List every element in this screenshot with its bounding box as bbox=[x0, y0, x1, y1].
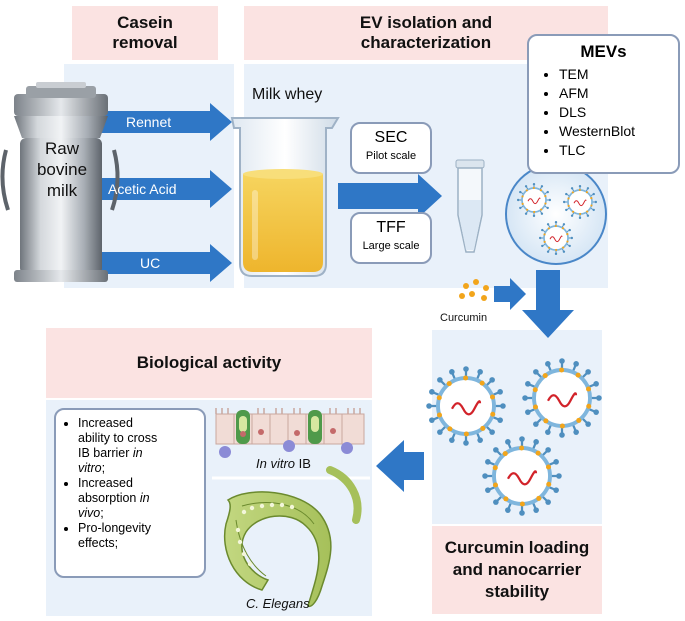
curcumin-arrow bbox=[494, 278, 526, 310]
mevs-item-tlc: TLC bbox=[559, 141, 678, 160]
acetic-acid-label: Acetic Acid bbox=[108, 181, 177, 197]
tff-title: TFF bbox=[376, 219, 406, 236]
rennet-label: Rennet bbox=[126, 114, 172, 130]
in-vitro-text: In vitro bbox=[256, 456, 296, 471]
mevs-item-afm: AFM bbox=[559, 84, 678, 103]
curcumin-loading-line3: stability bbox=[484, 582, 550, 601]
sec-box: SEC Pilot scale bbox=[350, 122, 432, 174]
effect-pro-longevity: Pro-longevity effects; bbox=[78, 521, 200, 551]
ev-header-line1: EV isolation and bbox=[359, 13, 493, 32]
loaded-vesicle-3 bbox=[482, 436, 562, 516]
loaded-vesicles-icon bbox=[426, 358, 602, 516]
curcumin-loading-line1: Curcumin loading bbox=[444, 538, 590, 557]
tff-scale: Large scale bbox=[362, 240, 420, 252]
loaded-vesicle-1 bbox=[426, 366, 506, 446]
vesicles-magnified-icon bbox=[505, 163, 607, 265]
milk-whey-label: Milk whey bbox=[252, 86, 323, 103]
ib-text: IB bbox=[295, 456, 311, 471]
uc-arrow bbox=[80, 244, 232, 282]
vesicle-small-2 bbox=[562, 184, 598, 220]
milk-can-icon bbox=[0, 82, 120, 282]
mevs-box: MEVs TEM AFM DLS WesternBlot TLC bbox=[527, 34, 680, 174]
vesicle-small-3 bbox=[538, 220, 574, 256]
uc-label: UC bbox=[140, 255, 161, 271]
beaker-icon bbox=[230, 117, 340, 277]
rennet-arrow bbox=[80, 103, 232, 141]
bio-effects-box: Increased ability to cross IB barrier in… bbox=[54, 408, 206, 578]
raw-milk-line3: milk bbox=[46, 181, 78, 200]
curcumin-loading-line2: and nanocarrier bbox=[452, 560, 582, 579]
curcumin-label: Curcumin bbox=[440, 312, 488, 324]
eppendorf-tube-icon bbox=[455, 159, 485, 253]
casein-removal-header: Casein removal bbox=[72, 6, 218, 60]
c-elegans-label: C. Elegans bbox=[246, 596, 310, 611]
effect-absorption: Increased absorption in vivo; bbox=[78, 476, 200, 521]
ev-header-line2: characterization bbox=[360, 33, 492, 52]
mevs-item-westernblot: WesternBlot bbox=[559, 122, 678, 141]
vesicle-small-1 bbox=[516, 182, 552, 218]
sec-scale: Pilot scale bbox=[365, 150, 417, 162]
biological-activity-arrow bbox=[376, 440, 424, 492]
loaded-vesicle-2 bbox=[522, 358, 602, 438]
c-elegans-worm-icon bbox=[224, 466, 362, 608]
intestinal-barrier-cells-icon bbox=[215, 408, 365, 458]
tff-box: TFF Large scale bbox=[350, 212, 432, 264]
mevs-title: MEVs bbox=[580, 42, 627, 61]
raw-milk-line2: bovine bbox=[36, 160, 88, 179]
casein-header-line2: removal bbox=[112, 33, 178, 52]
casein-header-line1: Casein bbox=[117, 13, 173, 32]
curcumin-dots-icon bbox=[459, 279, 489, 301]
mevs-item-dls: DLS bbox=[559, 103, 678, 122]
bio-header-text: Biological activity bbox=[136, 353, 282, 372]
mevs-item-tem: TEM bbox=[559, 65, 678, 84]
raw-milk-line1: Raw bbox=[44, 139, 79, 158]
effect-cross-barrier: Increased ability to cross IB barrier in… bbox=[78, 416, 200, 476]
sec-tff-arrow bbox=[338, 174, 442, 218]
biological-activity-header: Biological activity bbox=[46, 328, 372, 398]
curcumin-loading-header: Curcumin loading and nanocarrier stabili… bbox=[432, 526, 602, 614]
raw-bovine-milk-label: Raw bovine milk bbox=[20, 138, 104, 201]
sec-title: SEC bbox=[374, 129, 408, 146]
in-vitro-ib-label: In vitro IB bbox=[256, 456, 311, 471]
loading-down-arrow bbox=[522, 270, 574, 338]
